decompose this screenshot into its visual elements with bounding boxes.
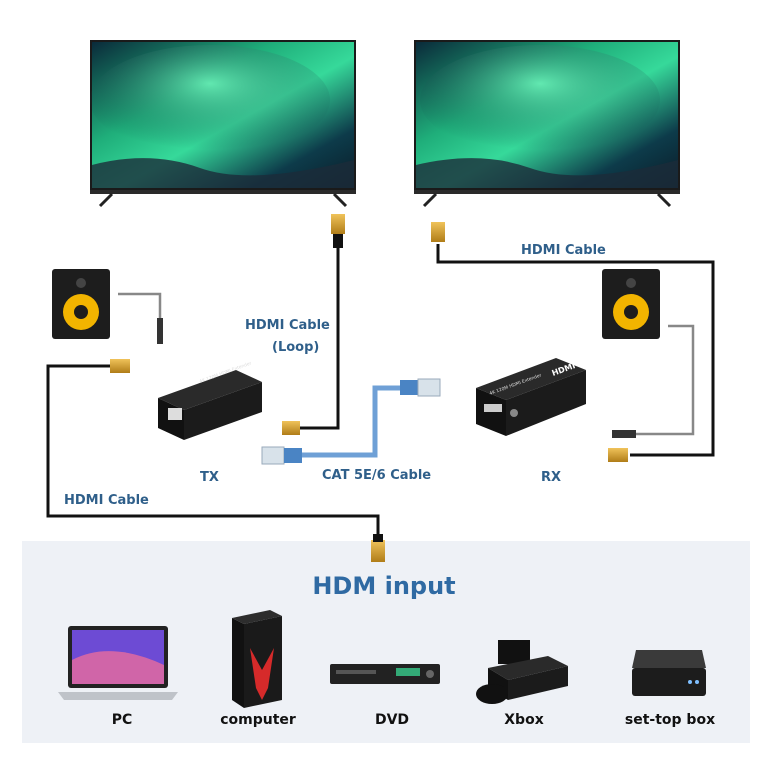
- cat-cable-label: CAT 5E/6 Cable: [322, 468, 432, 483]
- speaker-right-icon: [602, 269, 695, 438]
- laptop-icon: [58, 626, 178, 700]
- rx-extender-icon: [476, 358, 586, 436]
- device-label-set-top-box: set-top box: [624, 712, 716, 728]
- hdmi-left-label: HDMI Cable: [64, 493, 149, 508]
- tx-label: TX: [200, 470, 219, 485]
- hdmi-connector-icon: [608, 448, 628, 462]
- hdmi-loop-sub-label: (Loop): [272, 340, 320, 355]
- tv-left-icon: [90, 40, 356, 208]
- hdmi-loop-label: HDMI Cable: [245, 318, 330, 333]
- hdmi-source-cable: [46, 364, 380, 540]
- rx-label: RX: [541, 470, 562, 485]
- rj45-connector-icon: [261, 446, 302, 465]
- device-label-xbox: Xbox: [504, 712, 544, 728]
- hdmi-connector-icon: [431, 222, 445, 242]
- hdmi-connector-icon: [331, 214, 345, 248]
- desktop-tower-icon: [232, 610, 282, 708]
- hdmi-connector-icon: [110, 359, 130, 373]
- game-console-icon: [476, 640, 568, 704]
- hdmi-loop-cable: [300, 230, 340, 430]
- tx-extender-icon: [158, 370, 262, 440]
- set-top-box-icon: [632, 650, 706, 696]
- input-panel-title: HDM input: [312, 572, 456, 600]
- hdmi-connector-icon: [371, 534, 385, 562]
- hdmi-right-label: HDMI Cable: [521, 243, 606, 258]
- speaker-left-icon: [52, 269, 163, 344]
- tv-right-icon: [414, 40, 680, 208]
- device-label-dvd: DVD: [374, 712, 410, 728]
- device-label-pc: PC: [111, 712, 133, 728]
- device-label-computer: computer: [220, 712, 296, 728]
- rj45-connector-icon: [400, 378, 441, 397]
- hdmi-connector-icon: [282, 421, 300, 435]
- cat-cable: [300, 385, 400, 458]
- dvd-player-icon: [330, 664, 440, 684]
- hdmi-right-cable: [436, 244, 715, 457]
